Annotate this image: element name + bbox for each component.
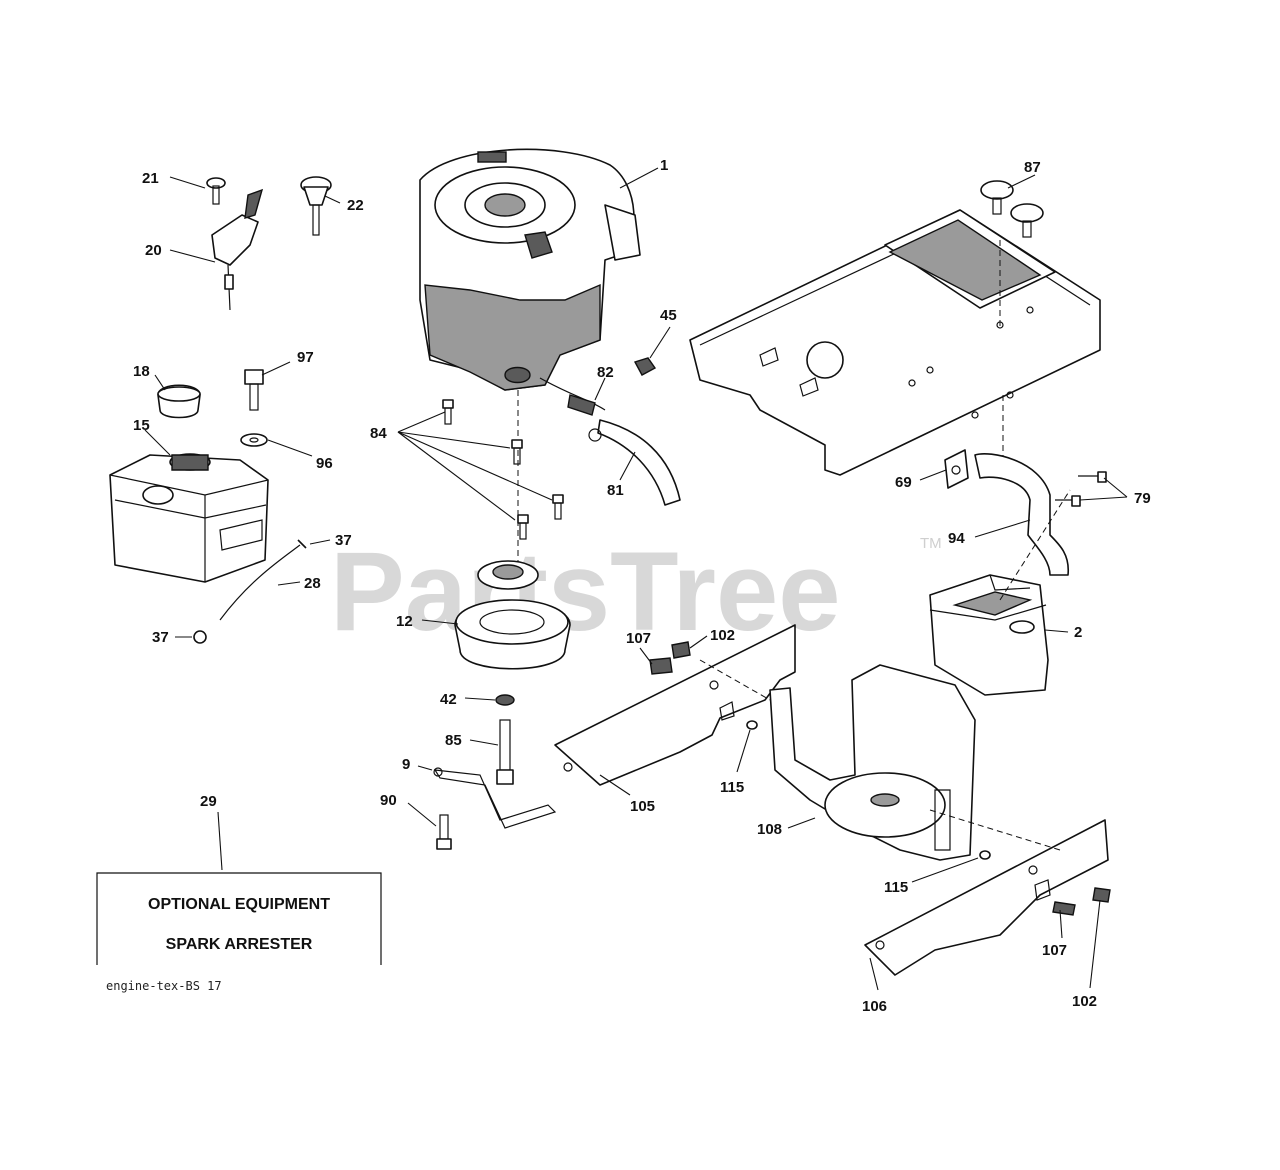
engine-pulley bbox=[454, 560, 571, 670]
callout-37-lower: 37 bbox=[152, 629, 169, 646]
muffler-guard bbox=[769, 664, 976, 861]
callout-labels: 1 2 9 12 15 18 20 21 22 28 29 37 37 42 4… bbox=[133, 157, 1151, 1015]
callout-69: 69 bbox=[895, 474, 912, 491]
washer-42 bbox=[495, 694, 515, 706]
callout-94: 94 bbox=[948, 530, 965, 547]
callout-85: 85 bbox=[445, 732, 462, 749]
callout-37-upper: 37 bbox=[335, 532, 352, 549]
rod-9 bbox=[433, 767, 557, 829]
bolt-90 bbox=[436, 814, 452, 850]
bolt-97 bbox=[244, 369, 264, 411]
optional-equipment-label: OPTIONAL EQUIPMENT bbox=[148, 896, 330, 913]
callout-79: 79 bbox=[1134, 490, 1151, 507]
bolt-85 bbox=[496, 719, 514, 785]
chassis-frame bbox=[689, 209, 1101, 476]
bracket-106 bbox=[864, 819, 1109, 976]
callout-28: 28 bbox=[304, 575, 321, 592]
callout-9: 9 bbox=[402, 756, 410, 773]
callout-102-upper: 102 bbox=[710, 627, 735, 644]
callout-107-lower: 107 bbox=[1042, 942, 1067, 959]
callout-97: 97 bbox=[297, 349, 314, 366]
callout-115-lower: 115 bbox=[884, 879, 908, 896]
callout-102-lower: 102 bbox=[1072, 993, 1097, 1010]
callout-115-upper: 115 bbox=[720, 779, 744, 796]
callout-105: 105 bbox=[630, 798, 655, 815]
gasket-69 bbox=[944, 449, 969, 489]
callout-29: 29 bbox=[200, 793, 217, 810]
callout-12: 12 bbox=[396, 613, 413, 630]
optional-equipment-box: OPTIONAL EQUIPMENT SPARK ARRESTER bbox=[96, 872, 382, 965]
knobs-87 bbox=[980, 180, 1044, 238]
nut-45 bbox=[633, 357, 657, 376]
callout-84: 84 bbox=[370, 425, 387, 442]
spark-arrester-label: SPARK ARRESTER bbox=[166, 936, 313, 953]
callout-81: 81 bbox=[607, 482, 624, 499]
callout-18: 18 bbox=[133, 363, 150, 380]
fuel-line bbox=[193, 539, 307, 644]
callout-2: 2 bbox=[1074, 624, 1082, 641]
fuel-hose bbox=[539, 377, 681, 506]
fuel-cap bbox=[157, 384, 201, 419]
fuel-tank bbox=[109, 453, 269, 583]
callout-45: 45 bbox=[660, 307, 677, 324]
exhaust-pipe bbox=[974, 453, 1070, 576]
screws-79 bbox=[1055, 471, 1107, 507]
callout-107-upper: 107 bbox=[626, 630, 651, 647]
callout-22: 22 bbox=[347, 197, 364, 214]
washer-96 bbox=[240, 433, 268, 447]
callout-15: 15 bbox=[133, 417, 150, 434]
screw-21 bbox=[206, 177, 226, 205]
callout-96: 96 bbox=[316, 455, 333, 472]
throttle-control bbox=[211, 188, 264, 311]
bracket-hardware bbox=[649, 641, 1111, 916]
choke-knob bbox=[300, 176, 332, 236]
callout-20: 20 bbox=[145, 242, 162, 259]
callout-90: 90 bbox=[380, 792, 397, 809]
engine-bolts bbox=[442, 399, 564, 540]
watermark-trademark: TM bbox=[920, 535, 942, 552]
engine bbox=[419, 148, 641, 580]
diagram-code: engine-tex-BS 17 bbox=[106, 979, 222, 993]
callout-21: 21 bbox=[142, 170, 159, 187]
partstree-watermark: PartsTree bbox=[330, 529, 841, 654]
callout-42: 42 bbox=[440, 691, 457, 708]
callout-1: 1 bbox=[660, 157, 668, 174]
callout-87: 87 bbox=[1024, 159, 1041, 176]
callout-106: 106 bbox=[862, 998, 887, 1015]
muffler bbox=[929, 574, 1049, 696]
callout-82: 82 bbox=[597, 364, 614, 381]
callout-108: 108 bbox=[757, 821, 782, 838]
leader-lines bbox=[144, 167, 1128, 991]
bracket-105 bbox=[554, 624, 796, 786]
